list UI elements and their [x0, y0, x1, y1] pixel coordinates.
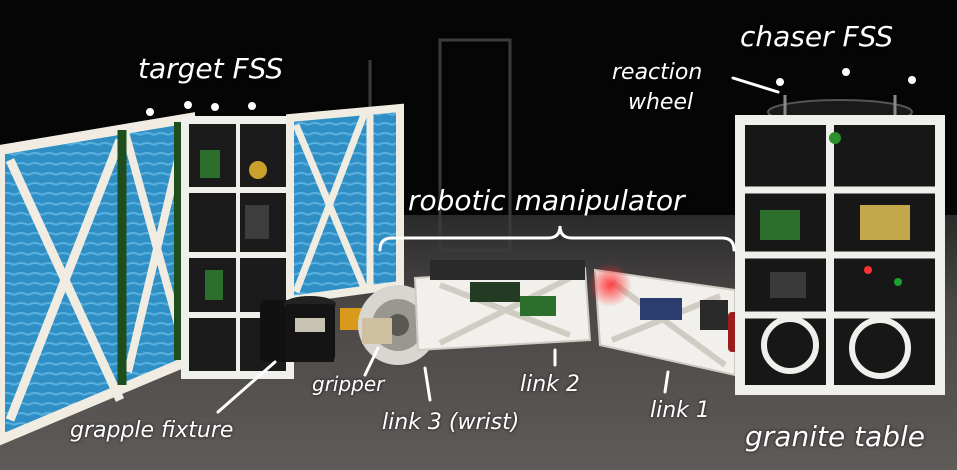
label-link-3-wrist: link 3 (wrist) [382, 410, 520, 435]
label-reaction-wheel-line1: reaction [612, 60, 703, 85]
chaser-frame-body [735, 115, 945, 395]
link-1 [588, 263, 758, 377]
target-filter-panel-right [286, 103, 404, 305]
label-chaser-fss: chaser FSS [740, 20, 894, 53]
link-2 [413, 260, 592, 352]
label-reaction-wheel-line2: wheel [628, 90, 694, 115]
label-link-1: link 1 [650, 398, 710, 423]
label-gripper: gripper [312, 372, 385, 396]
label-link-2: link 2 [520, 372, 580, 397]
label-grapple-fixture: grapple fixture [70, 418, 234, 443]
label-robotic-manipulator: robotic manipulator [408, 184, 685, 217]
grapple-fixture [260, 296, 336, 362]
target-filter-panel-left [0, 112, 195, 446]
chaser-fss [735, 68, 945, 395]
target-fss [0, 101, 404, 446]
target-markers [146, 101, 256, 116]
label-granite-table: granite table [745, 420, 925, 453]
leader-lines [216, 76, 780, 414]
manipulator-bracket [378, 225, 736, 252]
label-target-fss: target FSS [138, 52, 284, 85]
